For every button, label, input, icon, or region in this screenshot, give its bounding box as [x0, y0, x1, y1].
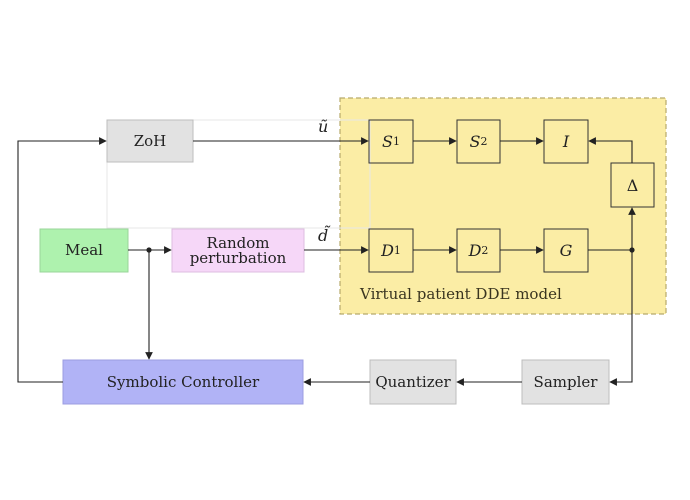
d2-label-base: D: [468, 241, 482, 260]
quantizer-label: Quantizer: [375, 372, 451, 391]
controller-block: [62, 359, 304, 405]
i-block: [543, 119, 589, 164]
junction-dot-glucose: [629, 247, 635, 253]
s1-label-sub: 1: [392, 135, 400, 148]
dde-region: [339, 97, 667, 315]
perturbation-label-line1: Random: [206, 233, 270, 252]
perturbation-label: Random perturbation: [172, 229, 304, 272]
guide-line: [106, 119, 371, 229]
g-label: G: [559, 241, 573, 260]
arrow-controller-to-zoh: [17, 137, 107, 383]
i-label: I: [562, 132, 570, 151]
meal-block: [39, 228, 129, 273]
junction-dot-meal: [146, 247, 152, 253]
arrow-delta-to-i: [588, 137, 633, 163]
zoh-block: [106, 119, 194, 163]
perturbation-label-line2: perturbation: [189, 248, 287, 267]
d1-label-base: D: [381, 241, 394, 260]
controller-label: Symbolic Controller: [106, 372, 260, 391]
u-tilde-label: ũ: [318, 117, 329, 136]
s2-label-base: S: [469, 132, 481, 151]
d-tilde-label: d̃: [318, 226, 329, 245]
quantizer-block: [369, 359, 457, 405]
s2-label-sub: 2: [480, 135, 488, 148]
zoh-label: ZoH: [133, 131, 167, 150]
dde-region-caption: Virtual patient DDE model: [360, 285, 562, 303]
arrow-g-to-sampler: [609, 250, 633, 386]
s1-label-base: S: [382, 132, 393, 151]
d2-label-sub: 2: [481, 244, 489, 257]
delta-label: Δ: [626, 175, 639, 195]
d1-label-sub: 1: [393, 244, 401, 257]
meal-label: Meal: [65, 241, 103, 259]
sampler-label: Sampler: [533, 372, 598, 391]
